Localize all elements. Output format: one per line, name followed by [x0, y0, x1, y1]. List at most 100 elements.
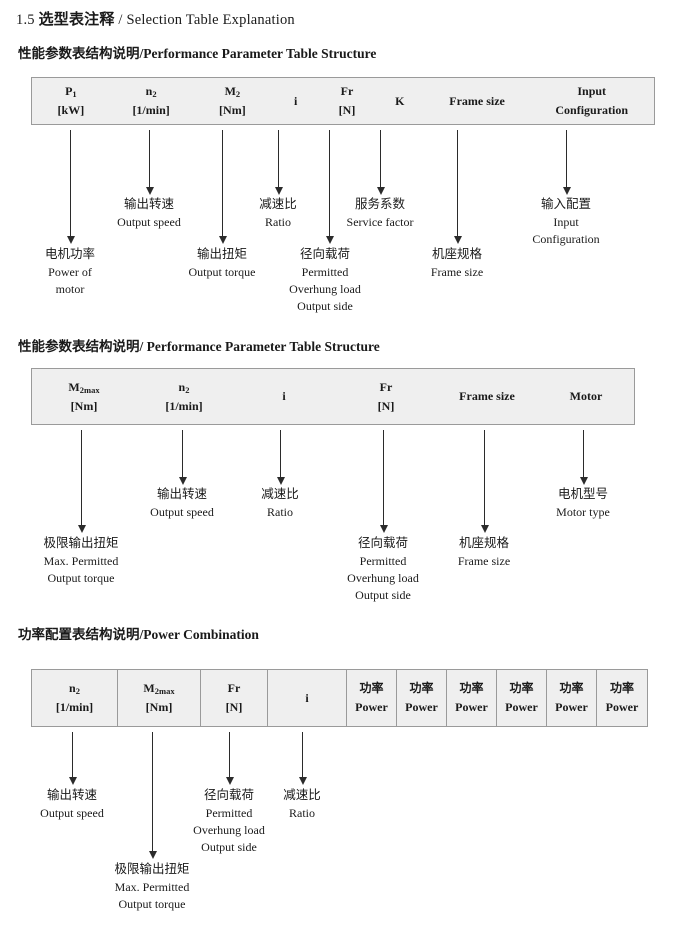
table1-col-n2-unit: [1/min] [132, 103, 170, 117]
note-frame-size-2: 机座规格 Frame size [458, 535, 510, 570]
table3-col-power-5-en: Power [555, 700, 588, 714]
table2-col-m2max-unit: [Nm] [70, 398, 98, 413]
note-input-configuration: 输入配置 Input Configuration [532, 196, 599, 248]
table1-col-frame-size: Frame size [425, 78, 530, 124]
table2-col-n2-unit: [1/min] [165, 398, 203, 413]
note-output-speed-3: 输出转速 Output speed [40, 787, 104, 822]
note-motor-type-2-cn: 电机型号 [557, 487, 609, 501]
note-input-configuration-en-1: Input [553, 214, 579, 229]
table2-col-m2max-sub: 2max [79, 384, 100, 395]
table1-col-n2-sub: 2 [152, 89, 157, 100]
table2-col-fr: Fr [N] [336, 369, 436, 424]
table1-col-p1-unit: [kW] [57, 103, 85, 117]
performance-parameter-table-1: P1 [kW] n2 [1/min] M2 [Nm] i Fr [N] K Fr… [31, 77, 655, 125]
table3-col-m2max-unit: [Nm] [145, 700, 173, 714]
table3-col-m2max-sub: 2max [154, 686, 175, 697]
table3-col-power-4-en: Power [505, 700, 538, 714]
note-overhung-load-3-cn: 径向载荷 [203, 788, 254, 802]
table3-col-fr: Fr [N] [200, 670, 267, 726]
table3-col-n2-symbol: n2 [69, 681, 80, 697]
note-output-speed-2-en-1: Output speed [150, 504, 214, 519]
table1-col-m2-symbol: M2 [224, 84, 241, 100]
power-combination-table: n2 [1/min] M2max [Nm] Fr [N] i 功率 Power … [31, 669, 648, 727]
arrow-to-note-ratio-2 [276, 430, 285, 485]
note-motor-type-2-en-1: Motor type [556, 504, 610, 519]
note-output-speed-cn: 输出转速 [123, 197, 174, 211]
table1-col-k: K [375, 78, 425, 124]
note-overhung-load-en-2: Overhung load [289, 281, 361, 296]
note-output-speed-en-1: Output speed [117, 214, 181, 229]
note-frame-size-cn: 机座规格 [431, 247, 482, 261]
note-power-of-motor-en-1: Power of [48, 264, 92, 279]
note-power-of-motor-cn: 电机功率 [44, 247, 96, 261]
table2-col-fr-unit: [N] [377, 398, 395, 413]
note-output-speed: 输出转速 Output speed [117, 196, 181, 231]
note-ratio-3-cn: 减速比 [283, 788, 321, 802]
section-heading-3: 功率配置表结构说明/Power Combination [18, 623, 259, 643]
table3-col-power-5: 功率 Power [546, 670, 596, 726]
table1-col-i-symbol: i [293, 93, 298, 108]
arrow-to-note-overhung-load [325, 130, 334, 244]
table1-col-input-configuration: Input Configuration [529, 78, 654, 124]
note-output-speed-2: 输出转速 Output speed [150, 486, 214, 521]
note-output-speed-2-cn: 输出转速 [156, 487, 207, 501]
arrow-to-note-overhung-load-3 [225, 732, 234, 785]
section-heading-1-separator: / [139, 46, 144, 61]
section-heading-2-en: Performance Parameter Table Structure [146, 339, 380, 354]
section-heading-1-en: Performance Parameter Table Structure [143, 46, 377, 61]
table2-col-n2: n2 [1/min] [136, 369, 232, 424]
arrow-to-note-max-permitted-torque-3 [148, 732, 157, 859]
note-ratio-3-en-1: Ratio [288, 805, 315, 820]
arrow-to-note-ratio [274, 130, 283, 195]
table3-col-power-6: 功率 Power [596, 670, 647, 726]
table3-col-fr-symbol: Fr [227, 681, 241, 696]
table2-col-frame-size: Frame size [436, 369, 538, 424]
table1-col-input-configuration-line1: Input [577, 84, 607, 99]
table3-col-n2-sub: 2 [75, 686, 80, 697]
table1-col-m2-unit: [Nm] [219, 103, 246, 117]
table1-col-n2-symbol: n2 [145, 84, 157, 100]
note-output-speed-3-cn: 输出转速 [46, 788, 97, 802]
arrow-to-note-output-speed-3 [68, 732, 77, 785]
table3-col-power-3-en: Power [455, 700, 488, 714]
arrow-to-note-service-factor [376, 130, 385, 195]
note-overhung-load-3-en-2: Overhung load [193, 822, 265, 837]
note-service-factor-en-1: Service factor [346, 214, 414, 229]
arrow-to-note-overhung-load-2 [379, 430, 388, 533]
note-service-factor-cn: 服务系数 [354, 197, 405, 211]
table1-col-p1-sub: 1 [72, 89, 77, 100]
table3-col-power-4: 功率 Power [496, 670, 546, 726]
table3-col-n2: n2 [1/min] [32, 670, 117, 726]
note-overhung-load-2-cn: 径向载荷 [357, 536, 408, 550]
table3-col-n2-unit: [1/min] [55, 700, 94, 714]
note-output-torque-cn: 输出扭矩 [196, 247, 247, 261]
note-ratio-2: 减速比 Ratio [261, 486, 299, 521]
note-frame-size-2-en-1: Frame size [457, 553, 511, 568]
note-max-permitted-torque-3-en-2: Output torque [118, 896, 186, 911]
table2-col-motor: Motor [538, 369, 634, 424]
note-overhung-load-3: 径向载荷 Permitted Overhung load Output side [193, 787, 265, 856]
arrow-to-note-output-speed-2 [178, 430, 187, 485]
table3-col-power-2-en: Power [405, 700, 438, 714]
note-output-speed-3-en-1: Output speed [40, 805, 104, 820]
note-overhung-load-2: 径向载荷 Permitted Overhung load Output side [347, 535, 419, 604]
note-output-torque-en-1: Output torque [188, 264, 256, 279]
arrow-to-note-frame-size-2 [480, 430, 489, 533]
note-overhung-load: 径向载荷 Permitted Overhung load Output side [289, 246, 361, 315]
table2-col-frame-size-symbol: Frame size [459, 389, 515, 404]
note-frame-size-en-1: Frame size [430, 264, 484, 279]
note-overhung-load-cn: 径向载荷 [299, 247, 350, 261]
table2-col-m2max: M2max [Nm] [32, 369, 136, 424]
note-max-permitted-torque-3-cn: 极限输出扭矩 [114, 862, 190, 876]
table2-col-i-symbol: i [282, 389, 286, 404]
arrow-to-note-power-of-motor [66, 130, 75, 244]
section-heading-3-cn: 功率配置表结构说明 [18, 627, 140, 642]
note-ratio: 减速比 Ratio [259, 196, 297, 231]
section-heading-3-separator: / [139, 627, 144, 642]
table2-col-m2max-symbol: M2max [68, 379, 100, 395]
section-heading-1-cn: 性能参数表结构说明 [18, 46, 140, 61]
page-title-en: Selection Table Explanation [126, 12, 295, 28]
table3-col-power-4-cn: 功率 [509, 681, 534, 696]
note-ratio-cn: 减速比 [259, 197, 297, 211]
table3-col-fr-unit: [N] [225, 700, 243, 714]
